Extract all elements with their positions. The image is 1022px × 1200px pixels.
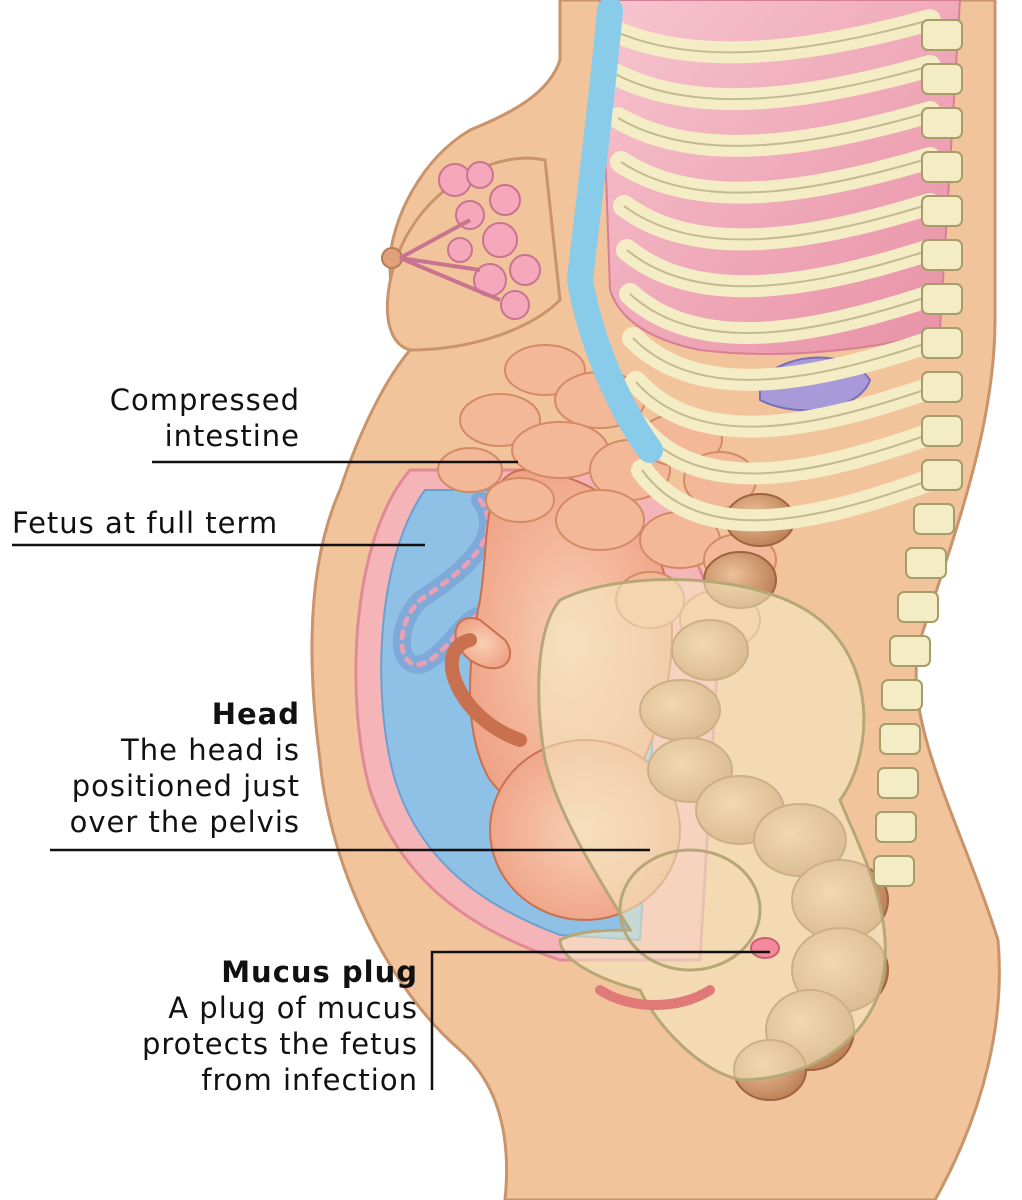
vertebra [889,635,931,667]
rib-outline [617,111,931,147]
mammary-glands [399,161,541,320]
vertebra [921,459,963,491]
label-mucus-plug-line2: protects the fetus [141,1027,418,1061]
label-compressed-intestine-line1: Compressed [109,383,300,417]
rib-outline [620,157,931,194]
ribcage [566,0,941,532]
vertebra [921,327,963,359]
pelvis [537,578,887,1082]
vertebra [921,107,963,139]
vertebra [877,767,919,799]
vertebra [921,415,963,447]
cervix [595,985,715,1010]
vertebra [921,283,963,315]
label-mucus-plug: Mucus plug A plug of mucus protects the … [100,954,418,1098]
vertebra [881,679,923,711]
label-fetus: Fetus at full term [12,506,279,540]
vertebra [921,371,963,403]
rib-outline [641,469,931,522]
label-mucus-plug-line3: from infection [201,1063,418,1097]
vertebra [921,195,963,227]
pelvic-inlet [618,848,762,972]
label-head-line3: over the pelvis [69,805,300,839]
label-head-line1: The head is [121,733,300,767]
vertebra [921,239,963,271]
label-compressed-intestine-line2: intestine [164,419,300,453]
rib-outline [632,337,931,381]
nipple [381,247,403,269]
label-mucus-plug-title: Mucus plug [221,955,418,989]
label-head-line2: positioned just [71,769,300,803]
spine [873,19,963,887]
label-head: Head The head is positioned just over th… [30,696,300,840]
label-mucus-plug-line1: A plug of mucus [168,991,418,1025]
rib-outline [611,19,931,54]
vertebra [921,19,963,51]
rib-outline [623,203,931,241]
rib-outline [638,425,931,475]
vertebra [875,811,917,843]
rib-outline [635,381,931,428]
rib-outline [629,293,931,334]
rib-outline [626,249,931,288]
vertebra [879,723,921,755]
vertebra [873,855,915,887]
costal-cartilage [566,0,663,463]
rib-outline [614,65,931,101]
label-head-title: Head [211,697,300,731]
vertebra [913,503,955,535]
vertebra [905,547,947,579]
mucus-plug-leader-line [430,950,770,1090]
vertebra [921,63,963,95]
vertebra [897,591,939,623]
label-compressed-intestine: Compressed intestine [60,382,300,454]
vertebra [921,151,963,183]
mucus-plug [750,937,780,959]
